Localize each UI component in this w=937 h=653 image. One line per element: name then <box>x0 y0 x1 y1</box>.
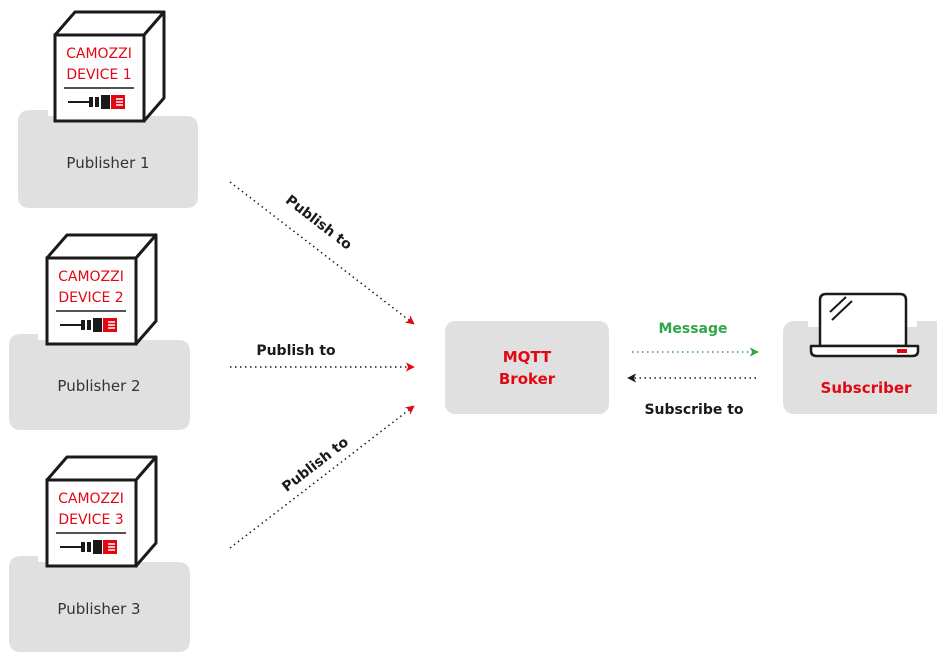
device-2-icon <box>45 233 158 346</box>
device-1-icon <box>53 10 166 123</box>
mqtt-broker: MQTT Broker <box>445 321 609 414</box>
broker-box <box>445 321 609 414</box>
publisher-3-label: Publisher 3 <box>57 600 140 618</box>
publisher-2-box <box>9 324 190 430</box>
subscribe-label: Subscribe to <box>644 402 743 418</box>
publish-arrow-3 <box>229 405 415 549</box>
device-1-line2: DEVICE 1 <box>66 67 131 83</box>
publish-label-3: Publish to <box>279 434 352 495</box>
publisher-3: CAMOZZI DEVICE 3 Publisher 3 <box>9 455 190 652</box>
publish-arrow-1 <box>229 181 415 325</box>
device-3-icon <box>45 455 158 568</box>
publish-label-1: Publish to <box>282 192 355 253</box>
broker-line2: Broker <box>499 370 556 388</box>
publisher-2-label: Publisher 2 <box>57 377 140 395</box>
device-3-line2: DEVICE 3 <box>58 512 123 528</box>
message-label: Message <box>658 321 727 337</box>
publisher-1-label: Publisher 1 <box>66 154 149 172</box>
subscriber: Subscriber <box>783 292 937 414</box>
publisher-2: CAMOZZI DEVICE 2 Publisher 2 <box>9 233 190 430</box>
subscriber-label: Subscriber <box>821 379 912 397</box>
publisher-1: CAMOZZI DEVICE 1 Publisher 1 <box>18 10 198 208</box>
device-3-line1: CAMOZZI <box>58 491 124 507</box>
publisher-3-box <box>9 546 190 652</box>
device-2-line2: DEVICE 2 <box>58 290 123 306</box>
publisher-1-box <box>18 100 198 208</box>
device-2-line1: CAMOZZI <box>58 269 124 285</box>
broker-line1: MQTT <box>503 348 552 366</box>
laptop-icon <box>809 292 920 358</box>
publish-label-2: Publish to <box>256 343 336 359</box>
device-1-line1: CAMOZZI <box>66 46 132 62</box>
